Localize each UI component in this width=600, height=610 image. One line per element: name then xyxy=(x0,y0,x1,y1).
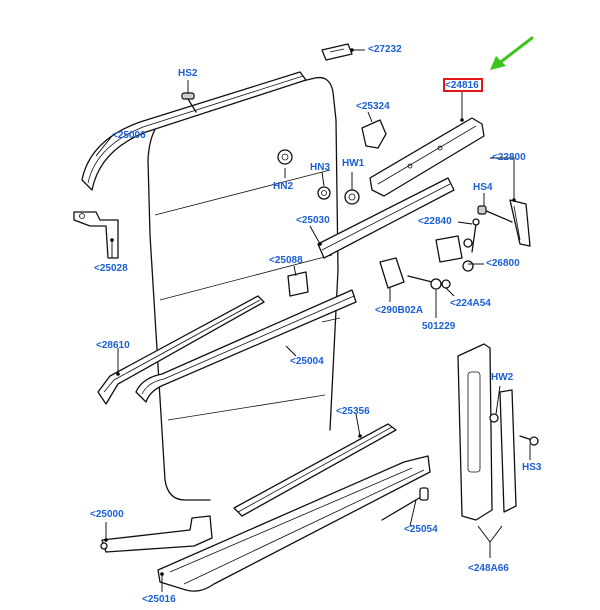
part-27232-bracket xyxy=(321,43,353,61)
part-25016-sill xyxy=(157,455,431,592)
green-pointer-arrow xyxy=(490,36,534,70)
callout-25016[interactable]: <25016 xyxy=(142,594,176,605)
callout-hn2[interactable]: HN2 xyxy=(273,181,294,192)
part-25006-upper-channel xyxy=(81,71,307,191)
part-26800-roller xyxy=(435,235,474,272)
callout-hs3[interactable]: HS3 xyxy=(522,462,542,473)
callout-25356[interactable]: <25356 xyxy=(336,406,370,417)
callout-25028[interactable]: <25028 xyxy=(94,263,128,274)
callout-24816[interactable]: <24816 xyxy=(445,80,479,91)
part-290b02a-block xyxy=(379,257,405,289)
part-hw1-washer xyxy=(344,189,360,205)
callout-27232[interactable]: <27232 xyxy=(368,44,402,55)
part-25054-rod xyxy=(381,487,429,521)
part-hw2-washer xyxy=(489,413,499,423)
part-224a54-nut xyxy=(441,279,451,289)
part-hs4-screw xyxy=(477,205,513,223)
callout-25000[interactable]: <25000 xyxy=(90,509,124,520)
callout-248a66[interactable]: <248A66 xyxy=(468,563,509,574)
callout-25006[interactable]: <25006 xyxy=(112,130,146,141)
callout-hs2[interactable]: HS2 xyxy=(178,68,198,79)
callout-25030[interactable]: <25030 xyxy=(296,215,330,226)
callout-224a54[interactable]: <224A54 xyxy=(450,298,491,309)
part-22800-bracket xyxy=(509,199,531,247)
callout-hw1[interactable]: HW1 xyxy=(342,158,365,169)
part-28610-seal xyxy=(97,295,265,405)
part-hs3-screw xyxy=(519,435,539,446)
part-248a66-pillar-trim xyxy=(457,343,517,521)
part-501229-bolt xyxy=(407,275,442,290)
leader-lines xyxy=(95,49,531,592)
callout-22840[interactable]: <22840 xyxy=(418,216,452,227)
leader-dots xyxy=(104,48,516,576)
callout-290b02a[interactable]: <290B02A xyxy=(375,305,424,316)
highlight-box-24816 xyxy=(443,78,483,92)
part-25004-lower-channel xyxy=(135,289,357,403)
part-24816-rail xyxy=(369,117,485,197)
part-25356-step-rail xyxy=(233,423,397,517)
part-25030-trim-strip xyxy=(317,177,455,259)
callout-25004[interactable]: <25004 xyxy=(290,356,324,367)
part-hn2-nut xyxy=(277,149,293,165)
callout-hn3[interactable]: HN3 xyxy=(310,162,331,173)
callout-22800[interactable]: <22800 xyxy=(492,152,526,163)
callout-26800[interactable]: <26800 xyxy=(486,258,520,269)
callout-28610[interactable]: <28610 xyxy=(96,340,130,351)
callout-25324[interactable]: <25324 xyxy=(356,101,390,112)
callout-hw2[interactable]: HW2 xyxy=(491,372,514,383)
part-25000-link xyxy=(100,515,213,553)
part-hs2-screw xyxy=(181,92,197,113)
part-25324-clip xyxy=(361,119,387,149)
callout-hs4[interactable]: HS4 xyxy=(473,182,493,193)
part-25088-block xyxy=(287,271,309,297)
part-25028-hinge xyxy=(73,211,119,259)
part-hn3-nut xyxy=(317,186,331,200)
callout-501229[interactable]: 501229 xyxy=(422,321,456,332)
callout-25054[interactable]: <25054 xyxy=(404,524,438,535)
sliding-door-shell xyxy=(147,76,339,501)
part-22840-pin xyxy=(471,218,480,253)
callout-25088[interactable]: <25088 xyxy=(269,255,303,266)
